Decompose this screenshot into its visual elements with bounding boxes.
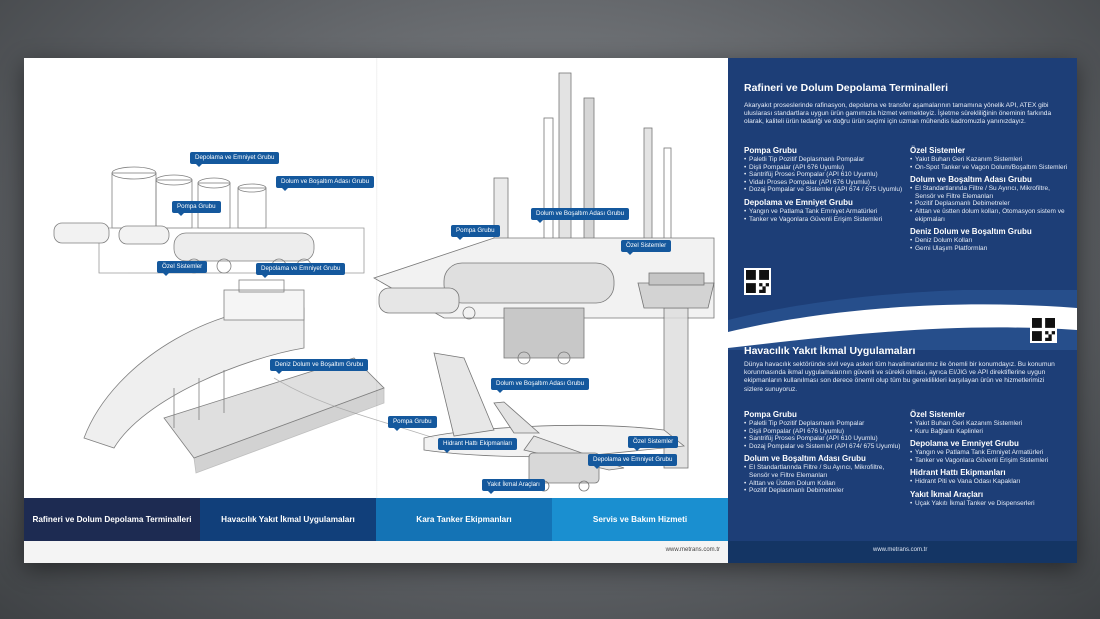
list-item: Santrifüj Proses Pompalar (API 610 Uyuml… bbox=[744, 435, 904, 443]
list-item: Yangın ve Patlama Tank Emniyet Armatürle… bbox=[744, 208, 904, 216]
qr-code-rafineri[interactable] bbox=[744, 268, 771, 295]
list-item: EI Standartlarında Filtre / Su Ayırıcı, … bbox=[744, 464, 904, 479]
section-title-rafineri: Rafineri ve Dolum Depolama Terminalleri bbox=[744, 82, 949, 94]
list-item: Tanker ve Vagonlara Güvenli Erişim Siste… bbox=[910, 457, 1070, 465]
list-item: Pozitif Deplasmanlı Debimetreler bbox=[744, 487, 904, 495]
group-list: Paletli Tip Pozitif Deplasmanlı Pompalar… bbox=[744, 420, 904, 450]
tag-hidrant[interactable]: Hidrant Hattı Ekipmanları bbox=[438, 438, 518, 454]
col-havacilik-left: Pompa GrubuPaletli Tip Pozitif Deplasman… bbox=[744, 406, 904, 495]
col-rafineri-right: Özel SistemlerYakıt Buharı Geri Kazanım … bbox=[910, 142, 1070, 252]
list-item: Gemi Ulaşım Platformları bbox=[910, 245, 1070, 253]
col-rafineri-left: Pompa GrubuPaletli Tip Pozitif Deplasman… bbox=[744, 142, 904, 223]
group-heading: Pompa Grubu bbox=[744, 410, 797, 419]
tag-pompa-2[interactable]: Pompa Grubu bbox=[451, 225, 500, 241]
list-item: Kuru Bağlantı Kaplinleri bbox=[910, 428, 1070, 436]
tag-ozel-2[interactable]: Özel Sistemler bbox=[621, 240, 672, 256]
list-item: El Standartlarında Filtre / Su Ayırıcı, … bbox=[910, 185, 1070, 200]
right-page: Rafineri ve Dolum Depolama Terminalleri … bbox=[728, 58, 1077, 563]
group-heading: Dolum ve Boşaltım Adası Grubu bbox=[744, 454, 866, 464]
intro-rafineri: Akaryakıt proseslerinde rafinasyon, depo… bbox=[744, 102, 1052, 126]
group-list: Uçak Yakıtı İkmal Tanker ve Dispenserler… bbox=[910, 500, 1070, 508]
tag-dolum-3[interactable]: Dolum ve Boşaltım Adası Grubu bbox=[491, 378, 590, 394]
list-item: Uçak Yakıtı İkmal Tanker ve Dispenserler… bbox=[910, 500, 1070, 508]
tab-servis[interactable]: Servis ve Bakım Hizmeti bbox=[552, 498, 728, 541]
group-heading: Yakıt İkmal Araçları bbox=[910, 489, 984, 499]
storage-tanks-sketch bbox=[53, 166, 365, 274]
group-list: Yangın ve Patlama Tank Emniyet Armatürle… bbox=[744, 208, 904, 223]
group-list: EI Standartlarında Filtre / Su Ayırıcı, … bbox=[744, 464, 904, 494]
list-item: Tanker ve Vagonlara Güvenli Erişim Siste… bbox=[744, 216, 904, 224]
group-heading: Hidrant Hattı Ekipmanları bbox=[910, 468, 1006, 478]
tag-pompa-1[interactable]: Pompa Grubu bbox=[172, 201, 221, 217]
qr-code-havacilik[interactable] bbox=[1030, 316, 1057, 343]
website-url-right[interactable]: www.metrans.com.tr bbox=[873, 547, 928, 553]
list-item: Yakıt Buharı Geri Kazanım Sistemleri bbox=[910, 156, 1070, 164]
group-heading: Özel Sistemler bbox=[910, 146, 966, 155]
group-heading: Dolum ve Boşaltım Adası Grubu bbox=[910, 175, 1032, 185]
list-item: Vidalı Proses Pompalar (API 676 Uyumlu) bbox=[744, 179, 904, 187]
tag-ozel-1[interactable]: Özel Sistemler bbox=[157, 261, 208, 277]
group-list: Yakıt Buharı Geri Kazanım SistemleriOn-S… bbox=[910, 156, 1070, 171]
tab-kara-tanker[interactable]: Kara Tanker Ekipmanları bbox=[376, 498, 552, 541]
tag-dolum-2[interactable]: Dolum ve Boşaltım Adası Grubu bbox=[531, 208, 630, 224]
qr-code-icon bbox=[746, 270, 769, 293]
list-item: Pozitif Deplasmanlı Debimetreler bbox=[910, 200, 1070, 208]
tag-depolama-3[interactable]: Depolama ve Emniyet Grubu bbox=[588, 454, 678, 470]
group-list: Yangın ve Patlama Tank Emniyet Armatürle… bbox=[910, 449, 1070, 464]
category-tabs: Rafineri ve Dolum Depolama Terminalleri … bbox=[24, 498, 728, 541]
group-heading: Pompa Grubu bbox=[744, 146, 797, 155]
group-list: Yakıt Buharı Geri Kazanım SistemleriKuru… bbox=[910, 420, 1070, 435]
list-item: Dişli Pompalar (API 676 Uyumlu) bbox=[744, 164, 904, 172]
tag-depolama-2[interactable]: Depolama ve Emniyet Grubu bbox=[256, 263, 346, 279]
list-item: On-Spot Tanker ve Vagon Dolum/Boşaltım S… bbox=[910, 164, 1070, 172]
list-item: Santrifüj Proses Pompalar (API 610 Uyuml… bbox=[744, 171, 904, 179]
col-havacilik-right: Özel SistemlerYakıt Buharı Geri Kazanım … bbox=[910, 406, 1070, 508]
list-item: Alttan ve Üstten Dolum Kolları bbox=[744, 480, 904, 488]
group-heading: Depolama ve Emniyet Grubu bbox=[910, 439, 1019, 449]
list-item: Dozaj Pompalar ve Sistemler (API 674/ 67… bbox=[744, 443, 904, 451]
section-title-havacilik: Havacılık Yakıt İkmal Uygulamaları bbox=[744, 345, 916, 357]
group-list: El Standartlarında Filtre / Su Ayırıcı, … bbox=[910, 185, 1070, 223]
tag-pompa-3[interactable]: Pompa Grubu bbox=[388, 416, 437, 432]
website-url-left[interactable]: www.metrans.com.tr bbox=[665, 547, 720, 553]
list-item: Alttan ve üstten dolum kolları, Otomasyo… bbox=[910, 208, 1070, 223]
tab-havacilik[interactable]: Havacılık Yakıt İkmal Uygulamaları bbox=[200, 498, 376, 541]
intro-havacilik: Dünya havacılık sektöründe sivil veya as… bbox=[744, 361, 1055, 393]
list-item: Hidrant Piti ve Vana Odası Kapakları bbox=[910, 478, 1070, 486]
tag-dolum-1[interactable]: Dolum ve Boşaltım Adası Grubu bbox=[276, 176, 375, 192]
list-item: Yangın ve Patlama Tank Emniyet Armatürle… bbox=[910, 449, 1070, 457]
tag-yakit-ikmal[interactable]: Yakıt İkmal Araçları bbox=[482, 479, 545, 495]
industrial-sketch-illustration bbox=[53, 72, 715, 492]
brochure: Depolama ve Emniyet Grubu Dolum ve Boşal… bbox=[24, 58, 1077, 563]
group-list: Deniz Dolum KollarıGemi Ulaşım Platforml… bbox=[910, 237, 1070, 252]
ship-jetty-sketch bbox=[83, 279, 435, 474]
left-page: Depolama ve Emniyet Grubu Dolum ve Boşal… bbox=[24, 58, 728, 563]
list-item: Dozaj Pompalar ve Sistemler (API 674 / 6… bbox=[744, 186, 904, 194]
list-item: Paletli Tip Pozitif Deplasmanlı Pompalar bbox=[744, 156, 904, 164]
tab-rafineri[interactable]: Rafineri ve Dolum Depolama Terminalleri bbox=[24, 498, 200, 541]
list-item: Deniz Dolum Kolları bbox=[910, 237, 1070, 245]
group-heading: Depolama ve Emniyet Grubu bbox=[744, 197, 853, 207]
list-item: Yakıt Buharı Geri Kazanım Sistemleri bbox=[910, 420, 1070, 428]
list-item: Dişli Pompalar (API 676 Uyumlu) bbox=[744, 428, 904, 436]
qr-code-icon bbox=[1032, 318, 1055, 341]
group-list: Hidrant Piti ve Vana Odası Kapakları bbox=[910, 478, 1070, 486]
list-item: Paletli Tip Pozitif Deplasmanlı Pompalar bbox=[744, 420, 904, 428]
group-list: Paletli Tip Pozitif Deplasmanlı Pompalar… bbox=[744, 156, 904, 194]
refinery-sketch bbox=[373, 72, 715, 365]
group-heading: Deniz Dolum ve Boşaltım Grubu bbox=[910, 227, 1032, 237]
tag-deniz-dolum[interactable]: Deniz Dolum ve Boşaltım Grubu bbox=[270, 359, 369, 375]
left-footer: www.metrans.com.tr bbox=[24, 541, 728, 563]
airport-sketch bbox=[423, 272, 715, 492]
white-wave-divider bbox=[728, 290, 1077, 350]
tag-ozel-3[interactable]: Özel Sistemler bbox=[628, 436, 679, 452]
tag-depolama-1[interactable]: Depolama ve Emniyet Grubu bbox=[190, 152, 280, 168]
right-footer: www.metrans.com.tr bbox=[728, 541, 1077, 563]
group-heading: Özel Sistemler bbox=[910, 410, 966, 419]
page-fold bbox=[376, 58, 378, 498]
